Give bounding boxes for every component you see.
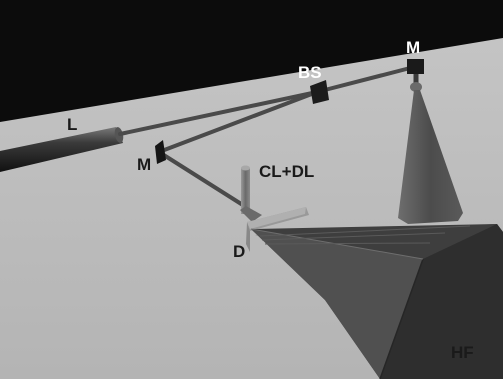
label-laser: L [67, 115, 78, 134]
top-mirror-assembly [398, 59, 463, 224]
label-mirror-top: M [406, 38, 421, 57]
hologram-film-box [250, 224, 503, 379]
top-mirror [407, 59, 424, 74]
label-hologram-film: HF [451, 343, 474, 362]
beam-splitter-to-top-mirror [315, 65, 416, 94]
label-lens: CL+DL [259, 162, 315, 181]
beam-splitter [310, 80, 329, 104]
label-mirror-left: M [137, 155, 152, 174]
film-box-left-face [251, 229, 423, 379]
beam-laser-to-splitter [118, 90, 319, 136]
lens-post [241, 165, 250, 214]
laser-beams [118, 65, 416, 209]
diffuser-plate [240, 206, 309, 252]
left-mirror [155, 140, 166, 164]
label-beam-splitter: BS [298, 63, 322, 82]
beam-left-mirror-to-lens [157, 150, 248, 209]
beam-splitter-to-left-mirror [157, 90, 319, 154]
film-box-right-face [380, 224, 503, 379]
reference-beam-cone [398, 90, 463, 224]
label-diffuser: D [233, 242, 246, 261]
